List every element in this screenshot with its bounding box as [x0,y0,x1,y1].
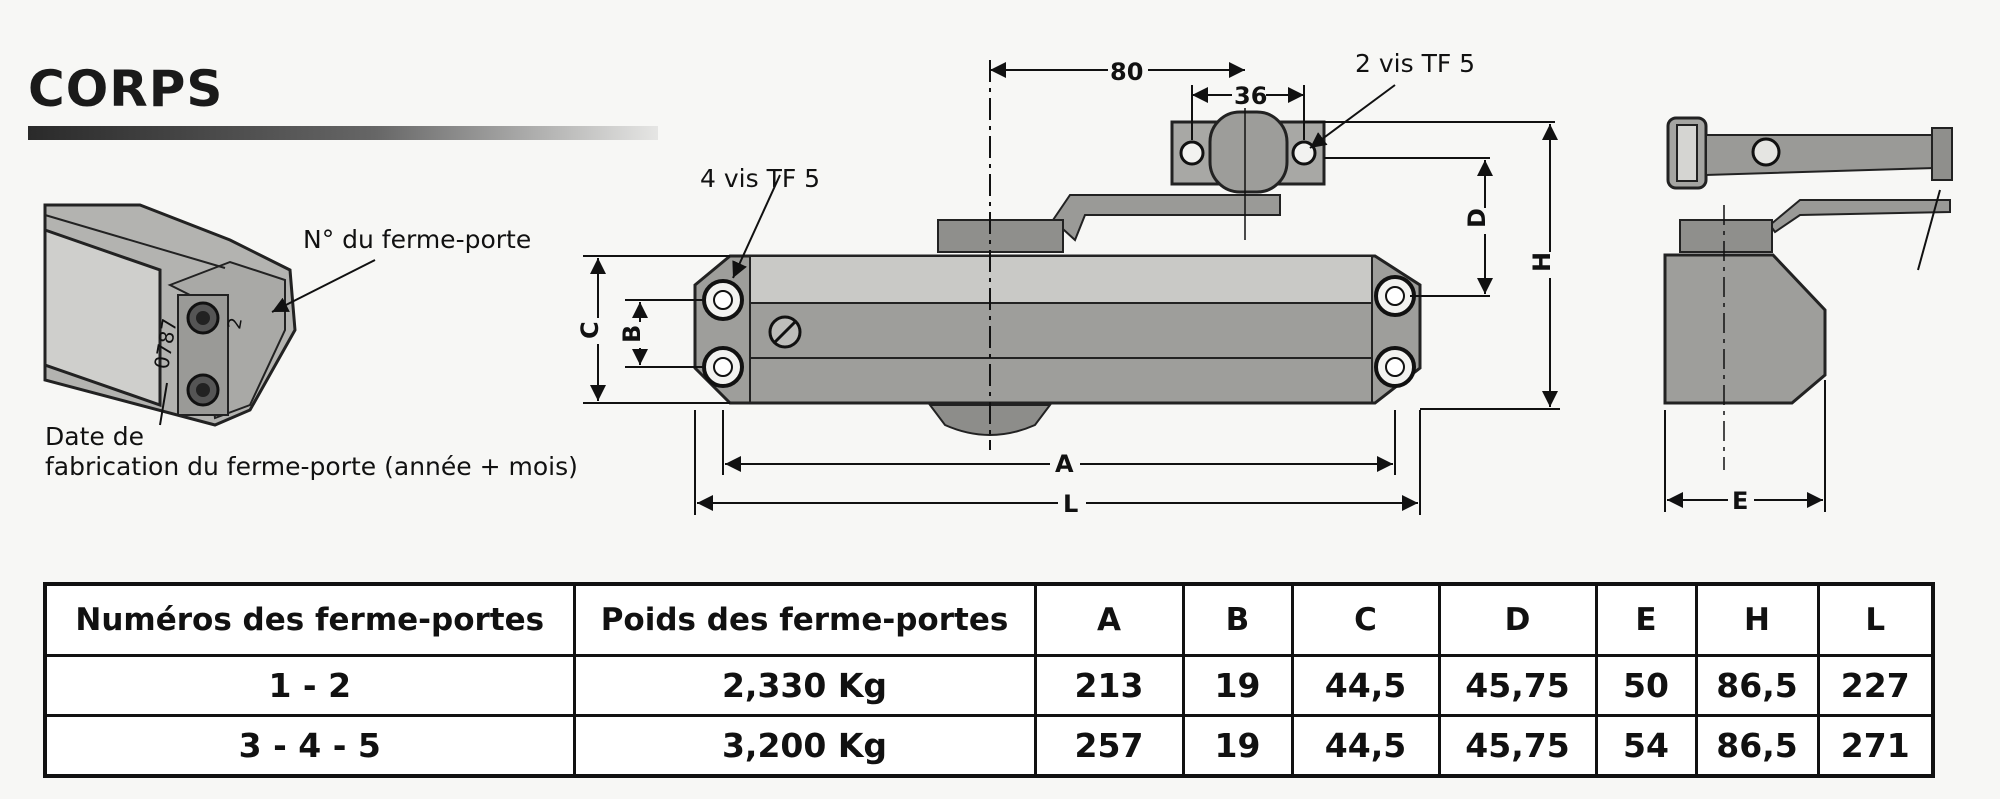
cell-H: 86,5 [1694,654,1820,717]
arm-screws-label: 2 vis TF 5 [1355,49,1475,78]
closer-front-view [693,60,1422,450]
header-B: B [1181,582,1294,657]
cell-L: 271 [1816,714,1935,778]
body-screws-label: 4 vis TF 5 [700,164,820,193]
cell-A: 213 [1033,654,1185,717]
dim-H-label: H [1528,252,1556,272]
closer-side-view [1663,116,1953,470]
header-closer-numbers: Numéros des ferme-portes [43,582,576,657]
cell-B: 19 [1181,654,1294,717]
cell-C: 44,5 [1290,714,1441,778]
dim-B-label: B [618,325,646,343]
table-row: 1 - 2 2,330 Kg 213 19 44,5 45,75 50 86,5… [43,654,1935,717]
table-row: 3 - 4 - 5 3,200 Kg 257 19 44,5 45,75 54 … [43,714,1935,778]
stamp-closer-number: 2 [224,316,247,331]
header-D: D [1437,582,1598,657]
cell-D: 45,75 [1437,714,1598,778]
cell-weight: 2,330 Kg [572,654,1037,717]
dim-80-label: 80 [1110,58,1143,86]
dim-D-label: D [1463,208,1491,228]
dim-E-label: E [1732,487,1748,515]
dimensions-table: Numéros des ferme-portes Poids des ferme… [43,582,1935,778]
header-H: H [1694,582,1820,657]
cell-C: 44,5 [1290,654,1441,717]
title-underline-bar [28,126,658,140]
cell-D: 45,75 [1437,654,1598,717]
cell-closer-numbers: 1 - 2 [43,654,576,717]
header-E: E [1594,582,1698,657]
cell-E: 54 [1594,714,1698,778]
closer-end-detail: 0787 2 [43,203,376,427]
date-label-line2: fabrication du ferme-porte (année + mois… [45,452,578,481]
cell-H: 86,5 [1694,714,1820,778]
cell-weight: 3,200 Kg [572,714,1037,778]
header-C: C [1290,582,1441,657]
cell-L: 227 [1816,654,1935,717]
cell-closer-numbers: 3 - 4 - 5 [43,714,576,778]
cell-A: 257 [1033,714,1185,778]
dim-C-label: C [576,321,604,339]
door-closer-technical-drawing: 0787 2 N° du ferme-porte Date de fabrica… [43,49,1953,518]
cell-B: 19 [1181,714,1294,778]
closer-number-label: N° du ferme-porte [303,225,531,254]
dim-36-label: 36 [1234,82,1267,110]
date-label-line1: Date de [45,422,144,451]
cell-E: 50 [1594,654,1698,717]
header-weight: Poids des ferme-portes [572,582,1037,657]
dim-L-label: L [1063,490,1078,518]
section-title: CORPS [28,60,224,118]
dim-A-label: A [1055,450,1074,478]
header-A: A [1033,582,1185,657]
table-header-row: Numéros des ferme-portes Poids des ferme… [43,582,1935,657]
header-L: L [1816,582,1935,657]
